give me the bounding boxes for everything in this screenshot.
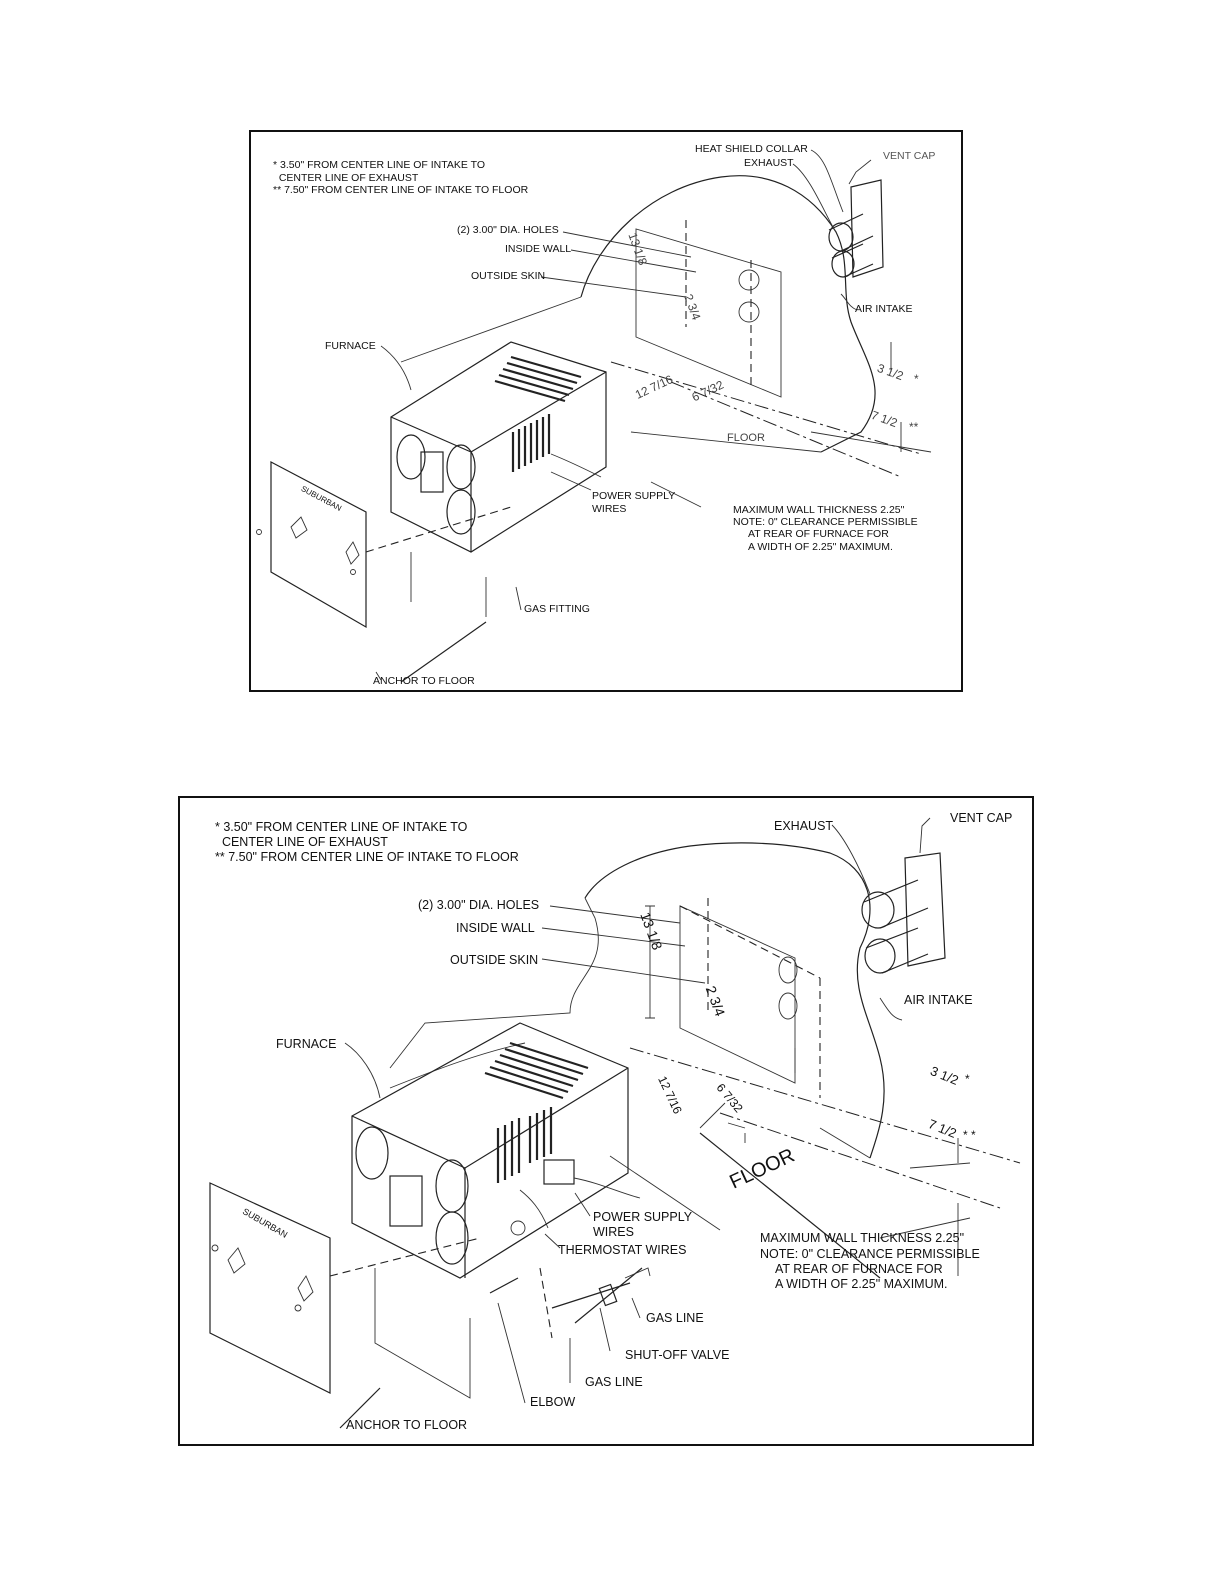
label-gas-line-upper: GAS LINE — [646, 1311, 704, 1325]
label-max-wall-4: A WIDTH OF 2.25" MAXIMUM. — [775, 1277, 948, 1291]
label-outside-skin: OUTSIDE SKIN — [471, 270, 546, 282]
label-air-intake: AIR INTAKE — [904, 993, 973, 1007]
label-vent-cap: VENT CAP — [883, 150, 936, 162]
dim-7-1-2-mark: ** — [909, 420, 919, 434]
shutoff-valve — [598, 1283, 618, 1307]
label-heat-shield-collar: HEAT SHIELD COLLAR — [695, 143, 808, 155]
wall-cutout-outline — [584, 842, 885, 1159]
note-line-2: CENTER LINE OF EXHAUST — [215, 835, 388, 849]
label-max-wall-1: MAXIMUM WALL THICKNESS 2.25" — [760, 1231, 965, 1245]
junction-box — [543, 1159, 575, 1185]
top-grill — [484, 1041, 589, 1100]
diagram-drawing-bottom — [209, 817, 1021, 1429]
label-floor: FLOOR — [727, 432, 765, 444]
note-line-3: ** 7.50" FROM CENTER LINE OF INTAKE TO F… — [215, 850, 519, 864]
label-inside-wall: INSIDE WALL — [456, 921, 535, 935]
vent-cap-plate — [850, 179, 884, 278]
intake-pipe — [864, 938, 896, 974]
exhaust-hole — [778, 956, 798, 984]
label-power-supply-2: WIRES — [592, 503, 627, 515]
label-thermostat-wires: THERMOSTAT WIRES — [558, 1243, 687, 1257]
label-gas-line-lower: GAS LINE — [585, 1375, 643, 1389]
label-anchor-to-floor: ANCHOR TO FLOOR — [373, 675, 475, 687]
top-grill — [494, 355, 582, 403]
note-line-1: * 3.50" FROM CENTER LINE OF INTAKE TO — [215, 820, 468, 834]
label-holes: (2) 3.00" DIA. HOLES — [418, 898, 540, 912]
label-power-supply-1: POWER SUPPLY — [593, 1210, 693, 1224]
dim-3-1-2-mark: * — [914, 372, 919, 386]
label-elbow: ELBOW — [530, 1395, 576, 1409]
label-exhaust: EXHAUST — [744, 157, 794, 169]
inside-wall-plane — [635, 228, 782, 398]
label-max-wall-1: MAXIMUM WALL THICKNESS 2.25" — [733, 504, 905, 516]
label-anchor-to-floor: ANCHOR TO FLOOR — [346, 1418, 468, 1432]
dim-7-1-2-mark: * * — [963, 1128, 976, 1142]
label-max-wall-2: NOTE: 0" CLEARANCE PERMISSIBLE — [733, 516, 918, 528]
furnace-body — [351, 1022, 629, 1279]
installation-diagram-top: * 3.50" FROM CENTER LINE OF INTAKE TO CE… — [249, 130, 963, 692]
vent-cap-plate — [904, 852, 946, 967]
intake-hole — [778, 992, 798, 1020]
diagram-drawing-top — [256, 149, 932, 683]
inside-wall-plane — [679, 905, 796, 1084]
label-exhaust: EXHAUST — [774, 819, 834, 833]
label-max-wall-3: AT REAR OF FURNACE FOR — [748, 528, 889, 540]
note-line-2: CENTER LINE OF EXHAUST — [273, 172, 419, 184]
access-door — [209, 1182, 331, 1394]
label-power-supply-2: WIRES — [593, 1225, 634, 1239]
label-max-wall-3: AT REAR OF FURNACE FOR — [775, 1262, 943, 1276]
label-furnace: FURNACE — [276, 1037, 337, 1051]
label-holes: (2) 3.00" DIA. HOLES — [457, 224, 559, 236]
label-vent-cap: VENT CAP — [950, 811, 1013, 825]
label-inside-wall: INSIDE WALL — [505, 243, 572, 255]
label-air-intake: AIR INTAKE — [855, 303, 913, 315]
label-furnace: FURNACE — [325, 340, 376, 352]
label-outside-skin: OUTSIDE SKIN — [450, 953, 539, 967]
label-max-wall-2: NOTE: 0" CLEARANCE PERMISSIBLE — [760, 1247, 980, 1261]
installation-diagram-bottom: * 3.50" FROM CENTER LINE OF INTAKE TO CE… — [178, 796, 1034, 1446]
note-line-1: * 3.50" FROM CENTER LINE OF INTAKE TO — [273, 159, 486, 171]
intake-pipe — [831, 250, 855, 278]
intake-hole — [738, 301, 760, 323]
exhaust-pipe — [861, 891, 895, 929]
dim-3-1-2-mark: * — [965, 1072, 970, 1086]
note-line-3: ** 7.50" FROM CENTER LINE OF INTAKE TO F… — [273, 184, 529, 196]
label-shutoff-valve: SHUT-OFF VALVE — [625, 1348, 730, 1362]
wall-cutout-outline — [580, 175, 876, 453]
exhaust-hole — [738, 269, 760, 291]
furnace-body — [390, 341, 607, 553]
label-gas-fitting: GAS FITTING — [524, 603, 590, 615]
label-power-supply-1: POWER SUPPLY — [592, 490, 676, 502]
label-max-wall-4: A WIDTH OF 2.25" MAXIMUM. — [748, 541, 893, 553]
access-door — [270, 461, 367, 629]
